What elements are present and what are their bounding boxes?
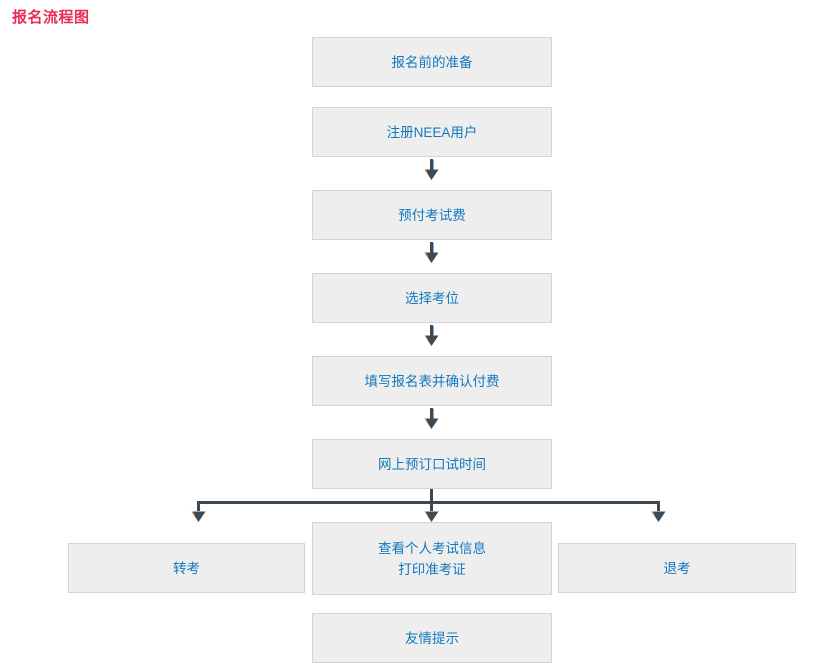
flow-node-label: 注册NEEA用户	[386, 124, 478, 140]
arrow-down-icon	[423, 325, 440, 347]
connector-drop-left	[197, 501, 200, 511]
flow-node-label: 友情提示	[405, 630, 459, 646]
connector-stem	[430, 489, 433, 503]
flow-node-label: 网上预订口试时间	[378, 456, 486, 472]
arrow-down-icon	[423, 242, 440, 264]
flow-node-transfer[interactable]: 转考	[68, 543, 305, 593]
flow-node-label: 查看个人考试信息 打印准考证	[378, 540, 486, 577]
flow-node-seat[interactable]: 选择考位	[312, 273, 552, 323]
flow-node-label: 退考	[663, 560, 691, 576]
flow-node-oral[interactable]: 网上预订口试时间	[312, 439, 552, 489]
connector-drop-right	[657, 501, 660, 511]
flow-node-label: 填写报名表并确认付费	[364, 373, 500, 389]
arrow-down-icon	[423, 159, 440, 181]
flow-node-label: 转考	[173, 560, 200, 576]
arrow-down-icon	[190, 503, 207, 523]
flow-node-register[interactable]: 注册NEEA用户	[312, 107, 552, 157]
flow-node-exam-info[interactable]: 查看个人考试信息 打印准考证	[312, 522, 552, 595]
arrow-down-icon	[650, 503, 667, 523]
page-title: 报名流程图	[12, 9, 90, 26]
flow-node-tips[interactable]: 友情提示	[312, 613, 552, 663]
flow-node-prepare[interactable]: 报名前的准备	[312, 37, 552, 87]
connector-horizontal-bar	[197, 501, 660, 504]
flow-node-form[interactable]: 填写报名表并确认付费	[312, 356, 552, 406]
connector-drop-center	[430, 501, 433, 511]
arrow-down-icon	[423, 503, 440, 523]
arrow-down-icon	[423, 408, 440, 430]
flow-node-prepay[interactable]: 预付考试费	[312, 190, 552, 240]
flow-node-label: 选择考位	[405, 290, 459, 306]
flow-node-label: 报名前的准备	[391, 54, 473, 70]
flow-node-refund[interactable]: 退考	[558, 543, 796, 593]
flow-node-label: 预付考试费	[398, 207, 466, 223]
